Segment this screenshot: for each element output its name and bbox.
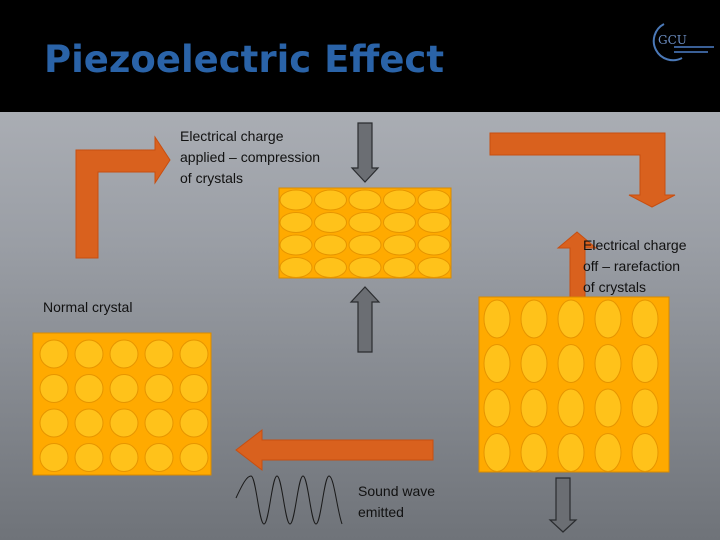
cycle-arrow-up	[556, 231, 598, 298]
cycle-arrow-up-right	[75, 135, 171, 259]
sound-wave-label-line-2: emitted	[358, 504, 404, 520]
normal-crystal-label: Normal crystal	[43, 299, 133, 315]
crystal-cell	[483, 433, 511, 472]
logo-text: GCU	[658, 33, 687, 47]
crystal-cell	[39, 339, 69, 369]
crystal-cell	[631, 388, 659, 428]
crystal-cell	[417, 212, 451, 233]
crystal-cell	[557, 433, 585, 472]
crystal-cell	[314, 234, 347, 256]
sound-wave-icon	[235, 475, 343, 525]
crystal-cell	[179, 443, 209, 472]
crystal-cell	[557, 344, 585, 383]
crystal-cell	[594, 344, 622, 383]
crystal-cell	[74, 443, 104, 472]
sound-wave-label-line-1: Sound wave	[358, 483, 436, 499]
crystal-cell	[39, 408, 69, 438]
crystal-cell	[144, 374, 174, 403]
crystal-cell	[483, 344, 511, 383]
compressed-crystal	[278, 187, 452, 279]
title-bar	[0, 0, 720, 112]
crystal-cell	[557, 299, 585, 339]
crystal-cell	[279, 189, 313, 211]
crystal-cell	[417, 189, 451, 211]
sound-wave-label: Sound wave emitted	[358, 481, 435, 523]
crystal-cell	[594, 433, 622, 472]
crystal-cell	[631, 433, 659, 472]
crystal-cell	[74, 374, 104, 403]
crystal-cell	[483, 299, 511, 339]
crystal-cell	[631, 299, 659, 339]
compression-label-line-2: applied – compression	[180, 149, 321, 165]
crystal-cell	[314, 257, 347, 278]
crystal-cell	[383, 234, 416, 256]
crystal-cell	[39, 443, 69, 472]
crystal-cell	[314, 189, 347, 211]
crystal-cell	[383, 189, 416, 211]
crystal-cell	[348, 257, 382, 278]
rarefaction-label-line-1: Electrical charge	[583, 237, 687, 253]
rarefaction-label-line-2: off – rarefaction	[583, 258, 681, 274]
crystal-cell	[348, 189, 382, 211]
crystal-cell	[144, 339, 174, 369]
crystal-cell	[520, 433, 548, 472]
cycle-arrow-right-down	[489, 132, 676, 208]
crystal-cell	[179, 374, 209, 403]
crystal-cell	[383, 212, 416, 233]
gcu-logo-icon: GCU	[652, 23, 714, 62]
crystal-cell	[39, 374, 69, 403]
compression-label-line-3: of crystals	[180, 170, 244, 186]
crystal-cell	[74, 408, 104, 438]
crystal-cell	[109, 443, 139, 472]
rarefaction-label-line-3: of crystals	[583, 279, 647, 295]
rarefaction-label: Electrical charge off – rarefaction of c…	[583, 235, 687, 298]
crystal-cell	[109, 339, 139, 369]
crystal-cell	[383, 257, 416, 278]
crystal-cell	[520, 388, 548, 428]
normal-crystal	[32, 332, 212, 476]
crystal-cell	[144, 443, 174, 472]
crystal-cell	[417, 234, 451, 256]
crystal-cell	[594, 299, 622, 339]
crystal-cell	[520, 344, 548, 383]
crystal-cell	[179, 408, 209, 438]
compress-arrow-down	[350, 122, 380, 183]
crystal-cell	[279, 212, 313, 233]
crystal-cell	[594, 388, 622, 428]
rarefied-crystal	[478, 296, 670, 473]
rarefaction-arrow-down	[548, 477, 578, 533]
crystal-cell	[483, 388, 511, 428]
slide-title: Piezoelectric Effect	[44, 38, 445, 81]
crystal-cell	[279, 234, 313, 256]
compress-arrow-up	[349, 286, 381, 353]
crystal-cell	[520, 299, 548, 339]
crystal-cell	[631, 344, 659, 383]
compression-label-line-1: Electrical charge	[180, 128, 284, 144]
crystal-cell	[109, 408, 139, 438]
cycle-arrow-left	[235, 428, 434, 472]
crystal-cell	[74, 339, 104, 369]
compression-label: Electrical charge applied – compression …	[180, 126, 320, 189]
crystal-cell	[557, 388, 585, 428]
crystal-cell	[279, 257, 313, 278]
crystal-cell	[179, 339, 209, 369]
crystal-cell	[417, 257, 451, 278]
crystal-cell	[109, 374, 139, 403]
crystal-cell	[314, 212, 347, 233]
crystal-cell	[144, 408, 174, 438]
crystal-cell	[348, 234, 382, 256]
crystal-cell	[348, 212, 382, 233]
